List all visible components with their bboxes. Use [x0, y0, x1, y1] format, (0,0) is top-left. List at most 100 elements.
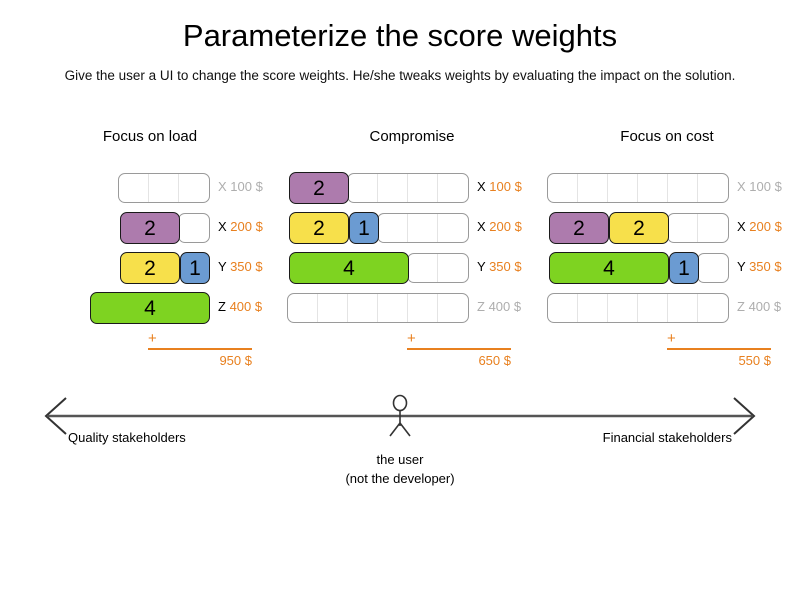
- slide-title: Parameterize the score weights: [182, 18, 618, 53]
- meter-cell[interactable]: [438, 254, 468, 282]
- scenario-title: Focus on load: [102, 128, 198, 145]
- row-label: X 200 $: [218, 219, 263, 234]
- meter-cell[interactable]: [408, 254, 438, 282]
- meter-cell[interactable]: [288, 294, 318, 322]
- row-letter: X: [477, 179, 486, 194]
- total-sum: 950 $: [219, 352, 252, 368]
- meter-cell[interactable]: [318, 294, 348, 322]
- weight-meter-track[interactable]: [377, 213, 469, 243]
- weight-row: 4 Z 400 $: [20, 288, 280, 328]
- axis-label-right: Financial stakeholders: [602, 430, 732, 445]
- row-letter: X: [737, 219, 746, 234]
- meter-cell[interactable]: [348, 294, 378, 322]
- meter-cell[interactable]: [438, 214, 468, 242]
- weight-row: Z 400 $: [282, 288, 542, 328]
- meter-cell[interactable]: [638, 294, 668, 322]
- row-amount: 350 $: [230, 259, 263, 274]
- weight-segment[interactable]: 4: [289, 252, 409, 284]
- weight-segment[interactable]: 2: [609, 212, 669, 244]
- row-label: Y 350 $: [737, 259, 782, 274]
- meter-cell[interactable]: [378, 174, 408, 202]
- axis-arrow-icon: [44, 394, 756, 437]
- meter-cell[interactable]: [668, 214, 698, 242]
- weight-segment[interactable]: 4: [549, 252, 669, 284]
- row-amount: 200 $: [489, 219, 522, 234]
- user-caption-line2: (not the developer): [345, 471, 455, 486]
- row-amount: 100 $: [489, 179, 522, 194]
- row-label: Z 400 $: [477, 299, 521, 314]
- weight-segment[interactable]: 4: [90, 292, 210, 324]
- meter-cell[interactable]: [408, 214, 438, 242]
- meter-cell[interactable]: [378, 294, 408, 322]
- weight-segment[interactable]: 2: [289, 172, 349, 204]
- meter-cell[interactable]: [638, 174, 668, 202]
- user-caption-line1: the user: [376, 452, 424, 467]
- weight-segment[interactable]: 1: [669, 252, 699, 284]
- meter-cell[interactable]: [179, 214, 209, 242]
- meter-cell[interactable]: [608, 294, 638, 322]
- meter-cell[interactable]: [119, 174, 149, 202]
- total-plus-sign: +: [407, 330, 416, 347]
- meter-cell[interactable]: [408, 174, 438, 202]
- meter-cell[interactable]: [179, 174, 209, 202]
- meter-cell[interactable]: [548, 174, 578, 202]
- weight-segment[interactable]: 1: [180, 252, 210, 284]
- row-label: Z 400 $: [737, 299, 781, 314]
- meter-cell[interactable]: [698, 294, 728, 322]
- weight-segment[interactable]: 1: [349, 212, 379, 244]
- weight-meter-track[interactable]: [547, 173, 729, 203]
- row-amount: 400 $: [748, 299, 782, 314]
- meter-cell[interactable]: [668, 174, 698, 202]
- weight-segment[interactable]: 2: [120, 252, 180, 284]
- scenario-title: Focus on cost: [620, 128, 714, 145]
- row-letter: Y: [218, 259, 227, 274]
- row-label: X 100 $: [477, 179, 522, 194]
- weight-meter-track[interactable]: [547, 293, 729, 323]
- row-letter: X: [737, 179, 746, 194]
- meter-cell[interactable]: [348, 174, 378, 202]
- meter-cell[interactable]: [378, 214, 408, 242]
- meter-cell[interactable]: [608, 174, 638, 202]
- meter-cell[interactable]: [668, 294, 698, 322]
- weight-row: Z 400 $: [542, 288, 792, 328]
- meter-cell[interactable]: [408, 294, 438, 322]
- row-amount: 200 $: [230, 219, 263, 234]
- scenario-total: +650 $: [407, 330, 511, 368]
- row-label: Z 400 $: [218, 299, 262, 314]
- meter-cell[interactable]: [698, 254, 728, 282]
- meter-cell[interactable]: [438, 294, 468, 322]
- weight-meter-track[interactable]: [287, 293, 469, 323]
- axis-label-left: Quality stakeholders: [68, 430, 186, 445]
- row-label: X 200 $: [477, 219, 522, 234]
- total-plus-sign: +: [667, 330, 676, 347]
- weight-segment[interactable]: 2: [289, 212, 349, 244]
- row-letter: Y: [737, 259, 746, 274]
- total-plus-sign: +: [148, 330, 157, 347]
- weight-meter-track[interactable]: [118, 173, 210, 203]
- total-sum: 650 $: [478, 352, 511, 368]
- meter-cell[interactable]: [548, 294, 578, 322]
- user-stick-figure-icon: [389, 394, 411, 437]
- meter-cell[interactable]: [698, 214, 728, 242]
- weight-row: X 100 $: [542, 168, 792, 208]
- weight-meter-track[interactable]: [407, 253, 469, 283]
- weight-meter-track[interactable]: [347, 173, 469, 203]
- meter-cell[interactable]: [578, 294, 608, 322]
- row-label: X 100 $: [218, 179, 263, 194]
- meter-cell[interactable]: [578, 174, 608, 202]
- weight-meter-track[interactable]: [697, 253, 729, 283]
- weight-meter-track[interactable]: [667, 213, 729, 243]
- row-label: Y 350 $: [477, 259, 522, 274]
- weight-meter-track[interactable]: [178, 213, 210, 243]
- weight-segment[interactable]: 2: [120, 212, 180, 244]
- row-label: X 100 $: [737, 179, 782, 194]
- weight-segment[interactable]: 2: [549, 212, 609, 244]
- meter-cell[interactable]: [698, 174, 728, 202]
- meter-cell[interactable]: [438, 174, 468, 202]
- meter-cell[interactable]: [149, 174, 179, 202]
- row-amount: 400 $: [488, 299, 522, 314]
- row-amount: 100 $: [230, 179, 263, 194]
